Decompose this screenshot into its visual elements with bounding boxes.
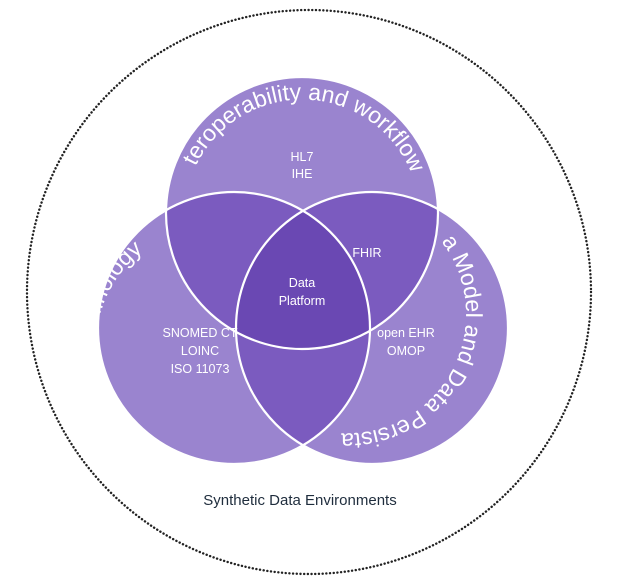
left-item-iso: ISO 11073 [171,362,230,376]
center-label-line-1: Data [289,276,315,290]
top-item-ihe: IHE [292,167,313,181]
top-item-hl7: HL7 [291,150,314,164]
circle-left-outline [96,190,372,466]
outer-boundary [25,8,593,576]
outer-label: Synthetic Data Environments [203,492,396,509]
intersection-top-right-label: FHIR [352,246,381,260]
circle-right-outline [234,190,510,466]
left-item-snomed: SNOMED CT [163,326,238,340]
left-item-loinc: LOINC [181,344,219,358]
right-item-openehr: open EHR [377,326,435,340]
circle-top-outline [164,75,440,351]
overlap-center [236,192,370,349]
center-label-line-2: Platform [279,294,326,308]
right-item-omop: OMOP [387,344,425,358]
